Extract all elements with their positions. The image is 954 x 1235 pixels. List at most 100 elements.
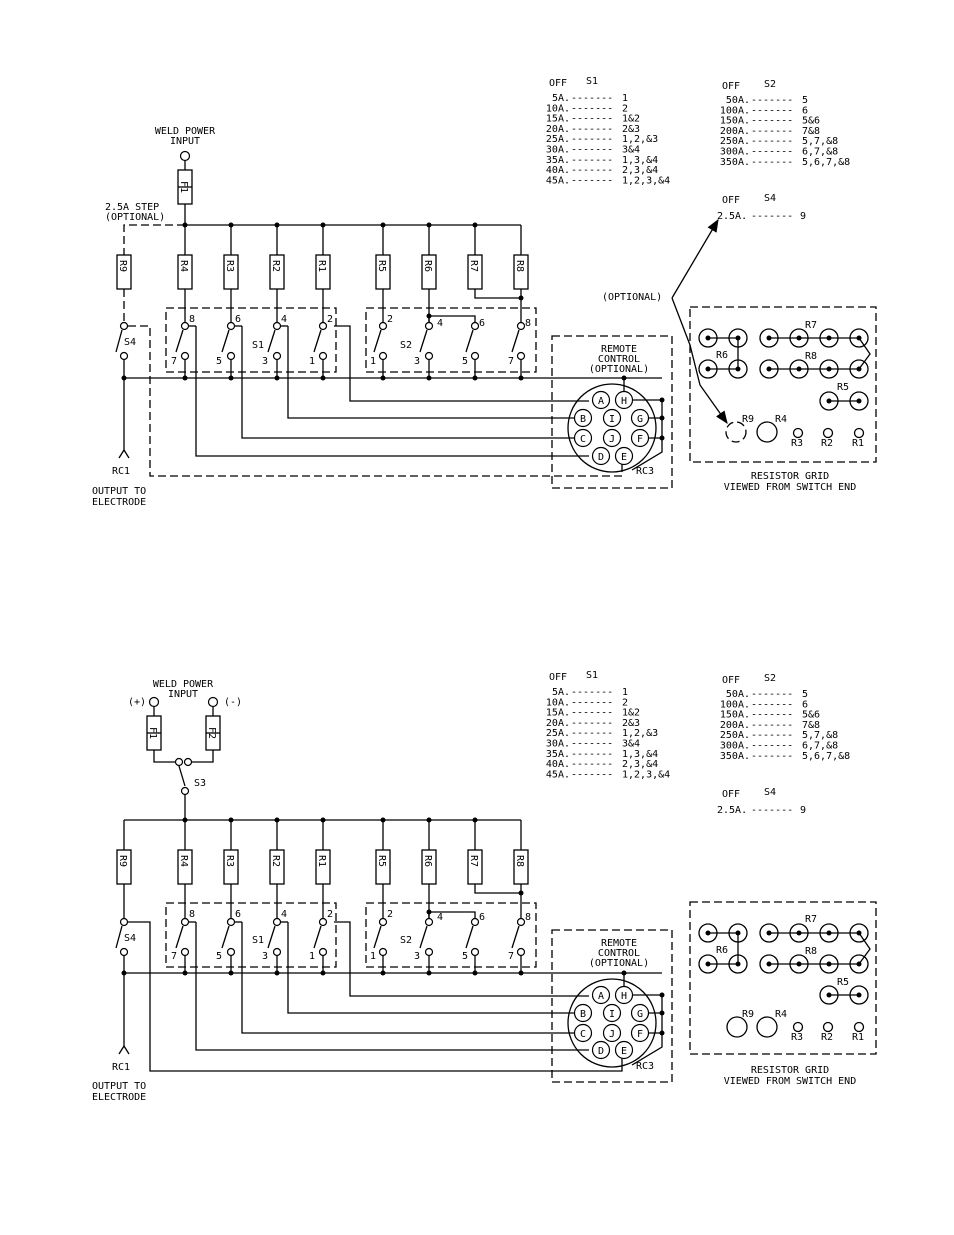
svg-text:J: J bbox=[609, 1029, 615, 1040]
svg-text:S2: S2 bbox=[764, 79, 776, 90]
resistor-r5-label: R5 bbox=[376, 260, 387, 272]
table-row-setting: 30A. bbox=[546, 739, 570, 750]
svg-text:4: 4 bbox=[281, 909, 287, 920]
table-row-setting: 45A. bbox=[546, 175, 570, 186]
svg-text:F: F bbox=[637, 1029, 643, 1040]
svg-text:R4: R4 bbox=[178, 855, 189, 867]
svg-text:R8: R8 bbox=[805, 351, 817, 362]
table-row-contacts: 1,2,&3 bbox=[622, 134, 658, 145]
svg-text:B: B bbox=[580, 414, 586, 425]
table-row-dashes: ------- bbox=[571, 759, 613, 770]
table-row-dashes: ------- bbox=[751, 126, 793, 137]
table-row-contacts: 6 bbox=[802, 699, 808, 710]
table-row-setting: 30A. bbox=[546, 145, 570, 156]
table-row-setting: 100A. bbox=[720, 105, 750, 116]
resistor-r7-label: R7 bbox=[468, 260, 479, 272]
svg-text:R6: R6 bbox=[422, 855, 433, 867]
table-row-setting: 200A. bbox=[720, 720, 750, 731]
table-row-dashes: ------- bbox=[571, 687, 613, 698]
svg-text:R4: R4 bbox=[775, 1009, 787, 1020]
svg-text:S4: S4 bbox=[764, 787, 776, 798]
svg-text:2: 2 bbox=[387, 909, 393, 920]
table-row-contacts: 2,3,&4 bbox=[622, 759, 658, 770]
table-row-contacts: 1&2 bbox=[622, 114, 640, 125]
resistor-r1-label: R1 bbox=[316, 260, 327, 272]
svg-text:6: 6 bbox=[235, 909, 241, 920]
table-row-dashes: ------- bbox=[571, 769, 613, 780]
svg-text:S1: S1 bbox=[586, 670, 598, 681]
table-row-setting: 50A. bbox=[726, 689, 750, 700]
table-row-contacts: 6,7,&8 bbox=[802, 741, 838, 752]
table-row-setting: 20A. bbox=[546, 124, 570, 135]
svg-text:5: 5 bbox=[216, 951, 222, 962]
table-row-setting: 150A. bbox=[720, 116, 750, 127]
weld-input-label-1b: WELD POWER bbox=[153, 679, 214, 690]
table-row-contacts: 7&8 bbox=[802, 720, 820, 731]
svg-text:OFF: OFF bbox=[549, 672, 567, 683]
svg-text:J: J bbox=[609, 434, 615, 445]
table-row-dashes: ------- bbox=[571, 103, 613, 114]
s2-label-2: S2 bbox=[400, 935, 412, 946]
svg-text:2: 2 bbox=[387, 314, 393, 325]
svg-text:R3: R3 bbox=[791, 438, 803, 449]
output-label-1b: OUTPUT TO bbox=[92, 1081, 146, 1092]
step-label-2: (OPTIONAL) bbox=[105, 212, 165, 223]
minus-label: (-) bbox=[224, 697, 242, 708]
fuse-f1b-label: F1 bbox=[147, 727, 158, 739]
svg-text:R8: R8 bbox=[805, 946, 817, 957]
s2-switch-box bbox=[365, 307, 537, 373]
table-row-dashes: ------- bbox=[751, 147, 793, 158]
grid-title-1b: RESISTOR GRID bbox=[751, 1065, 829, 1076]
svg-text:E: E bbox=[621, 452, 627, 463]
svg-text:5: 5 bbox=[462, 951, 468, 962]
table-row-contacts: 1 bbox=[622, 687, 628, 698]
schematic-diagram-2: WELD POWER INPUT (+) (-) F1 F2 S3 R9 bbox=[92, 679, 877, 1103]
rc1-label: RC1 bbox=[112, 466, 130, 477]
table-row-setting: 15A. bbox=[546, 114, 570, 125]
table-row-dashes: ------- bbox=[571, 124, 613, 135]
grid-title-2b: VIEWED FROM SWITCH END bbox=[724, 1076, 856, 1087]
svg-text:OFF: OFF bbox=[722, 195, 740, 206]
table-row-dashes: ------- bbox=[571, 155, 613, 166]
svg-text:R5: R5 bbox=[837, 977, 849, 988]
svg-text:8: 8 bbox=[525, 318, 531, 329]
remote-control-box-2 bbox=[551, 929, 673, 1083]
table-row-dashes: ------- bbox=[571, 739, 613, 750]
table-row-setting: 45A. bbox=[546, 769, 570, 780]
svg-text:CONTROL: CONTROL bbox=[598, 948, 640, 959]
svg-text:2.5A.: 2.5A. bbox=[717, 805, 747, 816]
table-row-contacts: 1 bbox=[622, 93, 628, 104]
table-row-dashes: ------- bbox=[571, 175, 613, 186]
table-row-dashes: ------- bbox=[571, 134, 613, 145]
table-row-dashes: ------- bbox=[751, 689, 793, 700]
svg-text:R2: R2 bbox=[821, 438, 833, 449]
s2-contacts-2: 21 43 65 87 S2 bbox=[370, 909, 531, 962]
table-row-setting: 300A. bbox=[720, 741, 750, 752]
resistor-bank: R9 R4 R3 R2 R1 R5 R6 bbox=[116, 225, 529, 322]
svg-text:E: E bbox=[621, 1046, 627, 1057]
svg-text:8: 8 bbox=[189, 314, 195, 325]
step-label-1: 2.5A STEP bbox=[105, 202, 159, 213]
table-row-contacts: 6,7,&8 bbox=[802, 147, 838, 158]
table-row-contacts: 5 bbox=[802, 689, 808, 700]
resistor-r9-label: R9 bbox=[117, 260, 128, 272]
svg-text:H: H bbox=[621, 991, 627, 1002]
svg-text:A: A bbox=[598, 991, 604, 1002]
svg-text:4: 4 bbox=[281, 314, 287, 325]
svg-text:A: A bbox=[598, 396, 604, 407]
svg-text:3: 3 bbox=[414, 356, 420, 367]
svg-text:7: 7 bbox=[171, 356, 177, 367]
resistor-grid-2: R7 R6 R8 R5 R9 R4 R3 R2 R1 bbox=[698, 914, 871, 1043]
svg-text:REMOTE: REMOTE bbox=[601, 938, 637, 949]
table-row-setting: 35A. bbox=[546, 155, 570, 166]
svg-text:OFF: OFF bbox=[549, 78, 567, 89]
svg-text:R9: R9 bbox=[742, 414, 754, 425]
table-row-contacts: 5,7,&8 bbox=[802, 730, 838, 741]
grid-title-2: VIEWED FROM SWITCH END bbox=[724, 482, 856, 493]
resistor-bank-2: R9 R4 R3 R2 R1 R5 R6 bbox=[116, 820, 529, 918]
s1-switch-box-2 bbox=[165, 902, 337, 968]
svg-text:4: 4 bbox=[437, 912, 443, 923]
